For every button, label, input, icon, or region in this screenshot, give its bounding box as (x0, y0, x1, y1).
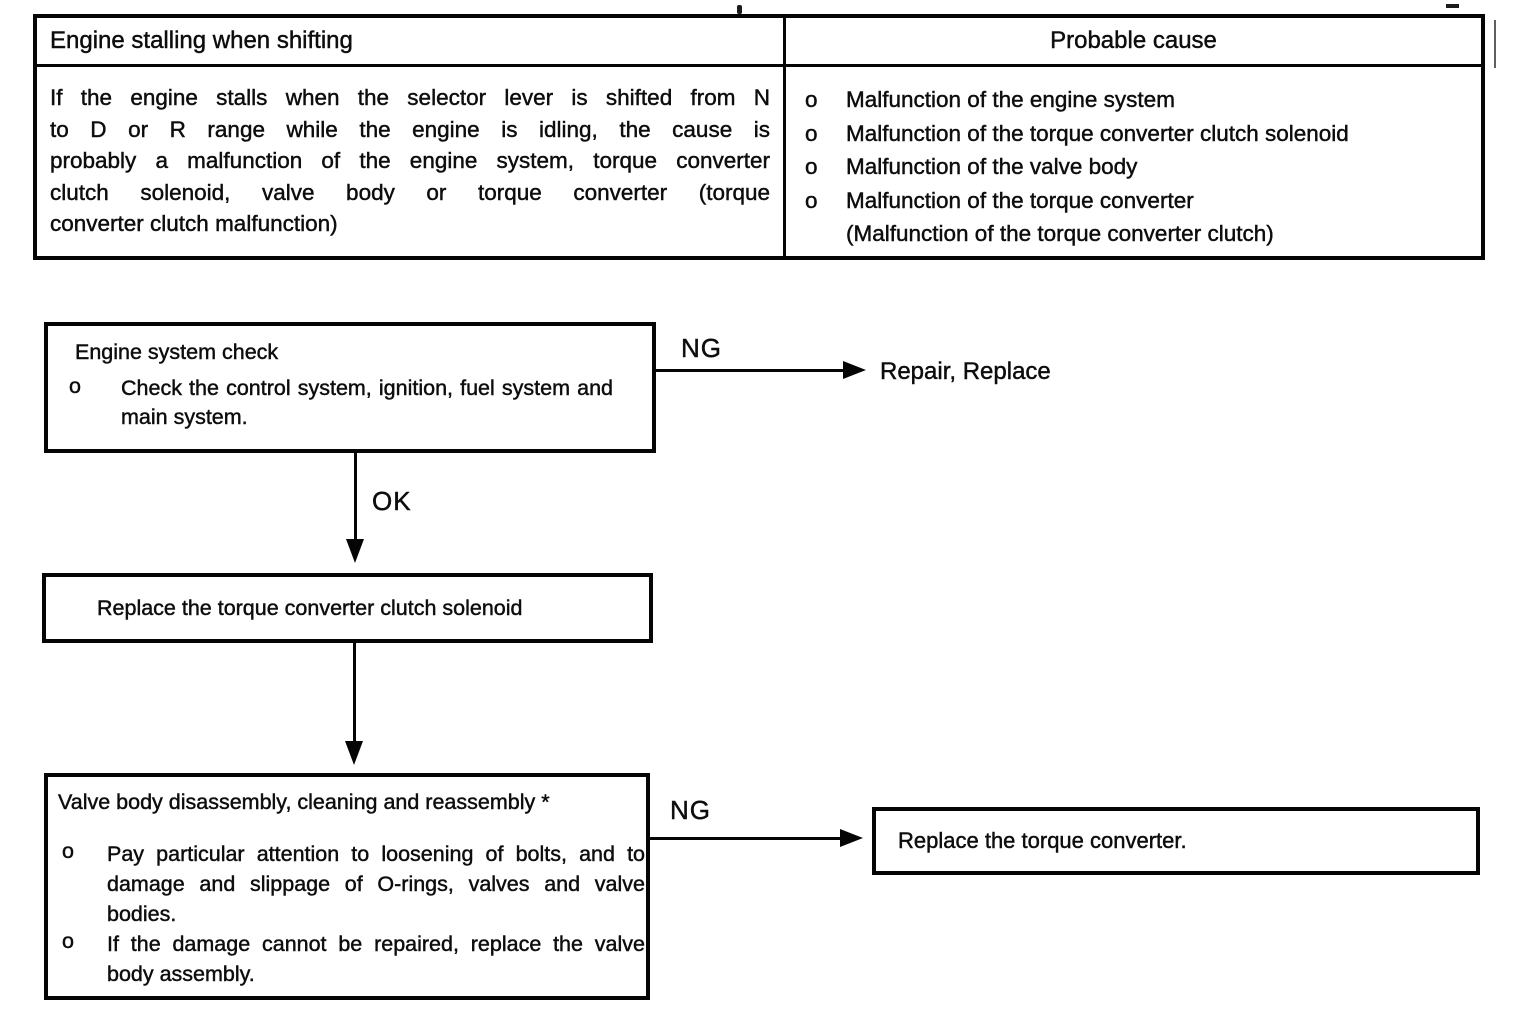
bullet-marker: o (62, 839, 74, 863)
bullet-text: Pay particular attention to loosening of… (107, 842, 645, 926)
connector-line (650, 837, 842, 840)
arrowhead-right-icon (843, 361, 866, 379)
arrowhead-down-icon (345, 741, 363, 765)
ng-edge-label: NG (670, 795, 711, 825)
bullet-marker: o (805, 154, 818, 179)
flow-step-replace-torque-converter: Replace the torque converter. (872, 807, 1480, 875)
arrowhead-right-icon (840, 829, 863, 847)
ok-edge-label: OK (372, 486, 412, 516)
bullet-text: Check the control system, ignition, fuel… (121, 376, 613, 429)
symptom-header: Engine stalling when shifting (37, 18, 786, 67)
symptom-line: converter clutch malfunction) (50, 211, 338, 236)
step-bullets: o Pay particular attention to loosening … (48, 839, 646, 989)
step-bullet: o If the damage cannot be repaired, repl… (48, 929, 646, 989)
arrowhead-down-icon (346, 539, 364, 563)
symptom-line: probably a malfunction of the engine sys… (50, 148, 770, 173)
symptom-line: to D or R range while the engine is idli… (50, 116, 770, 142)
cause-text: Malfunction of the engine system (846, 87, 1175, 112)
flow-step-valve-body: Valve body disassembly, cleaning and rea… (44, 773, 650, 1000)
step-title: Valve body disassembly, cleaning and rea… (58, 790, 550, 814)
bullet-marker: o (805, 120, 818, 146)
scan-speck (1446, 4, 1459, 8)
bullet-text: If the damage cannot be repaired, replac… (107, 932, 645, 986)
symptom-line: clutch solenoid, valve body or torque co… (50, 179, 770, 205)
symptom-line: If the engine stalls when the selector l… (50, 85, 770, 110)
bullet-marker: o (62, 929, 74, 953)
flow-step-replace-solenoid: Replace the torque converter clutch sole… (42, 573, 653, 643)
step-bullet: o Pay particular attention to loosening … (48, 839, 646, 929)
ng-edge-label: NG (681, 333, 722, 363)
cause-item: o Malfunction of the engine system (786, 83, 1471, 117)
cause-item: o Malfunction of the torque converter cl… (786, 117, 1471, 151)
cause-item: o Malfunction of the valve body (786, 150, 1471, 184)
cause-text: Malfunction of the valve body (846, 154, 1138, 179)
cause-text: Malfunction of the torque converter clut… (846, 120, 1349, 146)
probable-cause-list: o Malfunction of the engine system o Mal… (786, 67, 1481, 256)
step-bullet: o Check the control system, ignition, fu… (48, 374, 652, 432)
cause-text: Malfunction of the torque converter (846, 187, 1194, 213)
scan-speck (1494, 20, 1496, 68)
connector-line (353, 642, 356, 742)
scan-speck (737, 5, 742, 14)
ng-result-text: Repair, Replace (880, 358, 1051, 385)
bullet-marker: o (69, 374, 81, 398)
bullet-marker: o (805, 187, 818, 213)
step-title: Replace the torque converter clutch sole… (97, 595, 523, 620)
symptom-description: If the engine stalls when the selector l… (37, 67, 786, 256)
cause-subtext: (Malfunction of the torque converter clu… (846, 221, 1274, 246)
symptom-cause-table: Engine stalling when shifting Probable c… (33, 14, 1485, 260)
bullet-marker: o (805, 87, 818, 112)
connector-line (656, 369, 846, 372)
probable-cause-header: Probable cause (786, 18, 1481, 67)
step-title: Replace the torque converter. (898, 828, 1187, 853)
connector-line (354, 453, 357, 541)
cause-item: o Malfunction of the torque converter (786, 184, 1471, 218)
flow-step-engine-system-check: Engine system check o Check the control … (44, 322, 656, 453)
step-title: Engine system check (75, 340, 279, 364)
